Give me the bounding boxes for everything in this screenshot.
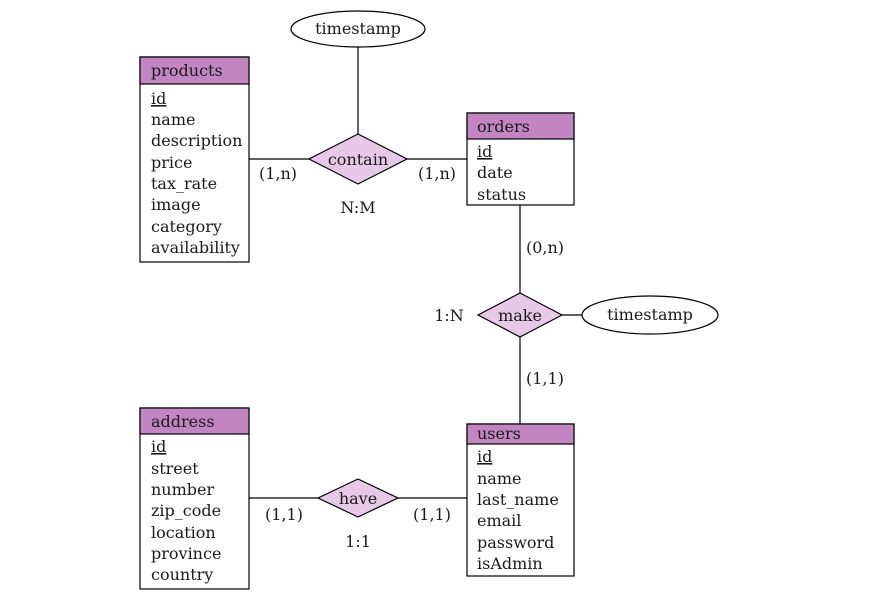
products-attr-category: category: [151, 217, 222, 236]
orders-attr-status: status: [477, 185, 526, 204]
address-attr-id: id: [151, 437, 166, 456]
relationship-have: have: [316, 478, 400, 518]
entity-products: products id name description price tax_r…: [139, 56, 250, 263]
address-attr-country: country: [151, 565, 213, 584]
entity-address: address id street number zip_code locati…: [139, 407, 250, 590]
address-attr-street: street: [151, 459, 199, 478]
users-attr-name: name: [477, 469, 521, 488]
have-label: have: [339, 489, 377, 508]
address-attr-province: province: [151, 544, 221, 563]
relationship-make: make: [476, 292, 564, 338]
products-attr-availability: availability: [151, 238, 240, 257]
users-attr-is-admin: isAdmin: [477, 554, 543, 573]
users-title: users: [477, 424, 521, 443]
products-title: products: [151, 61, 223, 80]
entity-orders: orders id date status: [466, 112, 575, 206]
contain-attribute-ellipse: timestamp: [290, 10, 426, 48]
products-attr-tax-rate: tax_rate: [151, 174, 217, 193]
products-header: [139, 56, 250, 85]
address-attr-number: number: [151, 480, 214, 499]
address-title: address: [151, 412, 215, 431]
address-attr-zip-code: zip_code: [151, 501, 221, 520]
users-attr-last-name: last_name: [477, 490, 559, 509]
products-attr-image: image: [151, 195, 201, 214]
address-attr-location: location: [151, 523, 216, 542]
make-cardinality-users: (1,1): [526, 369, 564, 388]
users-attr-id: id: [477, 447, 492, 466]
have-cardinality-address: (1,1): [265, 505, 303, 524]
products-attr-id: id: [151, 89, 166, 108]
make-ratio: 1:N: [434, 306, 464, 325]
orders-header: [466, 112, 575, 140]
make-cardinality-orders: (0,n): [526, 238, 564, 257]
contain-cardinality-products: (1,n): [259, 164, 297, 183]
contain-ratio: N:M: [340, 198, 375, 217]
make-attribute-label: timestamp: [607, 305, 693, 324]
connection-lines: [249, 47, 582, 499]
have-cardinality-users: (1,1): [413, 505, 451, 524]
relationship-contain: contain: [307, 133, 409, 185]
users-attr-email: email: [477, 511, 521, 530]
have-ratio: 1:1: [345, 532, 371, 551]
contain-label: contain: [328, 150, 388, 169]
orders-attr-date: date: [477, 163, 513, 182]
products-attr-name: name: [151, 110, 195, 129]
users-attr-password: password: [477, 533, 554, 552]
products-attr-description: description: [151, 131, 242, 150]
entity-users: users id name last_name email password i…: [466, 423, 575, 577]
contain-cardinality-orders: (1,n): [418, 164, 456, 183]
orders-title: orders: [477, 117, 530, 136]
products-attr-price: price: [151, 153, 192, 172]
make-label: make: [498, 306, 542, 325]
address-header: [139, 407, 250, 435]
users-header: [466, 423, 575, 445]
contain-attribute-label: timestamp: [315, 19, 401, 38]
make-attribute-ellipse: timestamp: [581, 295, 719, 335]
orders-attr-id: id: [477, 142, 492, 161]
